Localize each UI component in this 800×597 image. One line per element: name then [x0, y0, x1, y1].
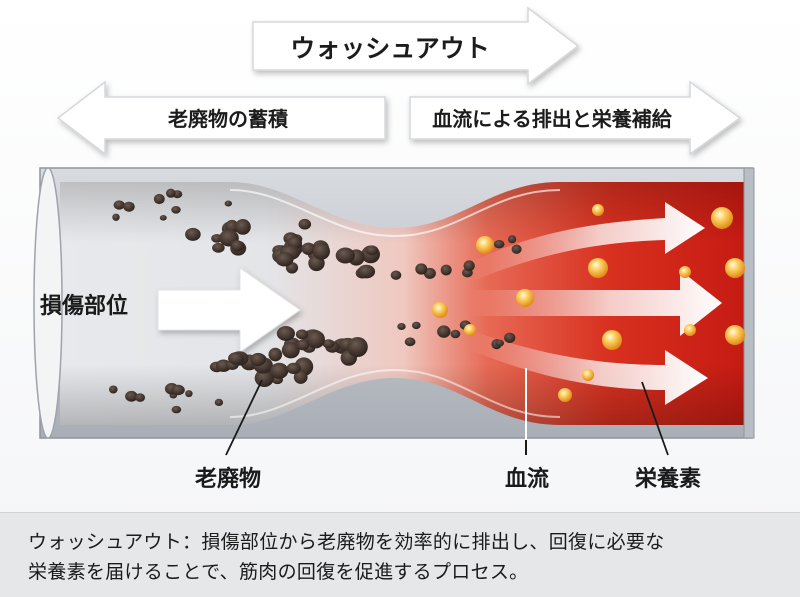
waste-particle [357, 264, 376, 279]
nutrient-particle [464, 324, 476, 336]
nutrient-particle [725, 325, 745, 345]
waste-particle [212, 242, 225, 253]
waste-particle [412, 321, 421, 330]
waste-particle [301, 242, 316, 255]
nutrient-particle [592, 204, 604, 216]
waste-particle [185, 390, 193, 398]
nutrient-particle [476, 236, 494, 254]
waste-particle [347, 337, 368, 357]
nutrient-particle [725, 258, 745, 278]
waste-particle [493, 240, 505, 249]
flow-arrows [470, 202, 722, 405]
waste-particle [109, 385, 118, 394]
nutrients-leader-line [641, 381, 669, 456]
nutrient-particles [432, 204, 745, 402]
waste-particle [511, 244, 522, 254]
waste-particle [281, 341, 300, 359]
waste-accumulation-arrow: 老廃物の蓄積 [56, 80, 386, 156]
waste-particle [296, 339, 310, 351]
waste-particle [159, 215, 167, 221]
waste-particle [135, 393, 146, 402]
nutrient-particle [432, 302, 448, 318]
waste-particle [171, 405, 182, 414]
waste-particle [293, 370, 308, 384]
waste-particle [231, 240, 244, 252]
caption-line-2: 栄養素を届けることで、筋肉の回復を促進するプロセス。 [28, 561, 529, 583]
waste-label: 老廃物 [194, 466, 261, 492]
waste-particle [275, 252, 294, 267]
nutrient-particle [684, 324, 696, 336]
waste-particle [495, 339, 504, 347]
nutrient-particle [588, 258, 608, 278]
waste-particle [335, 247, 355, 264]
waste-particle [365, 245, 379, 256]
waste-particle [404, 337, 416, 347]
flow-arrow-top [470, 202, 705, 280]
waste-particle [228, 352, 245, 365]
waste-particle [171, 384, 185, 396]
blood-flow-label: 血流 [505, 466, 549, 492]
waste-particle [185, 227, 201, 241]
damaged-site-arrow [157, 267, 301, 353]
waste-particle [123, 201, 135, 212]
damaged-site-label: 損傷部位 [40, 293, 128, 319]
waste-particle [235, 219, 251, 235]
waste-particles [109, 188, 522, 414]
waste-particle [507, 235, 517, 244]
waste-particle [390, 270, 402, 280]
caption-line-1: ウォッシュアウト：損傷部位から老廃物を効率的に排出し、回復に必要な [28, 531, 665, 553]
waste-particle [214, 398, 224, 406]
waste-particle [286, 362, 301, 374]
nutrient-particle [711, 207, 733, 229]
waste-particle [113, 200, 125, 210]
waste-particle [463, 260, 475, 272]
waste-particle [298, 218, 312, 230]
waste-accumulation-label: 老廃物の蓄積 [168, 107, 289, 131]
nutrient-particle [679, 266, 691, 278]
caption-box: ウォッシュアウト：損傷部位から老廃物を効率的に排出し、回復に必要な 栄養素を届け… [0, 512, 800, 597]
waste-particle [268, 347, 283, 362]
waste-particle [250, 352, 266, 367]
nutrient-particle [558, 388, 572, 402]
waste-particle [276, 326, 295, 341]
waste-particle [112, 213, 120, 221]
waste-particle [171, 206, 181, 214]
waste-particle [270, 362, 289, 379]
flow-supply-label: 血流による排出と栄養補給 [432, 107, 672, 131]
waste-particle [306, 330, 325, 349]
nutrient-particle [582, 369, 594, 381]
waste-particle [125, 390, 138, 402]
waste-particle [450, 329, 461, 339]
washout-arrow: ウォッシュアウト [252, 6, 580, 86]
nutrients-label: 栄養素 [634, 466, 701, 492]
waste-particle [397, 323, 406, 330]
waste-particle [295, 329, 309, 340]
flow-supply-arrow: 血流による排出と栄養補給 [409, 80, 742, 156]
waste-particle [166, 188, 176, 198]
diagram-canvas: ウォッシュアウト 老廃物の蓄積 血流による排出と栄養補給 損傷部位 [33, 6, 755, 492]
waste-particle [415, 263, 428, 275]
washout-label: ウォッシュアウト [290, 34, 490, 63]
waste-particle [312, 243, 330, 260]
waste-leader-line [225, 379, 263, 456]
waste-particle [437, 325, 451, 338]
waste-particle [224, 200, 232, 207]
waste-particle [440, 264, 452, 276]
flow-arrow-bottom [470, 330, 708, 405]
flow-arrow-middle [470, 270, 722, 336]
waste-particle [322, 339, 335, 349]
nutrient-particle [516, 289, 534, 307]
waste-particle [153, 193, 165, 205]
waste-particle [254, 369, 274, 387]
nutrient-particle [602, 330, 622, 350]
waste-particle [504, 332, 516, 343]
